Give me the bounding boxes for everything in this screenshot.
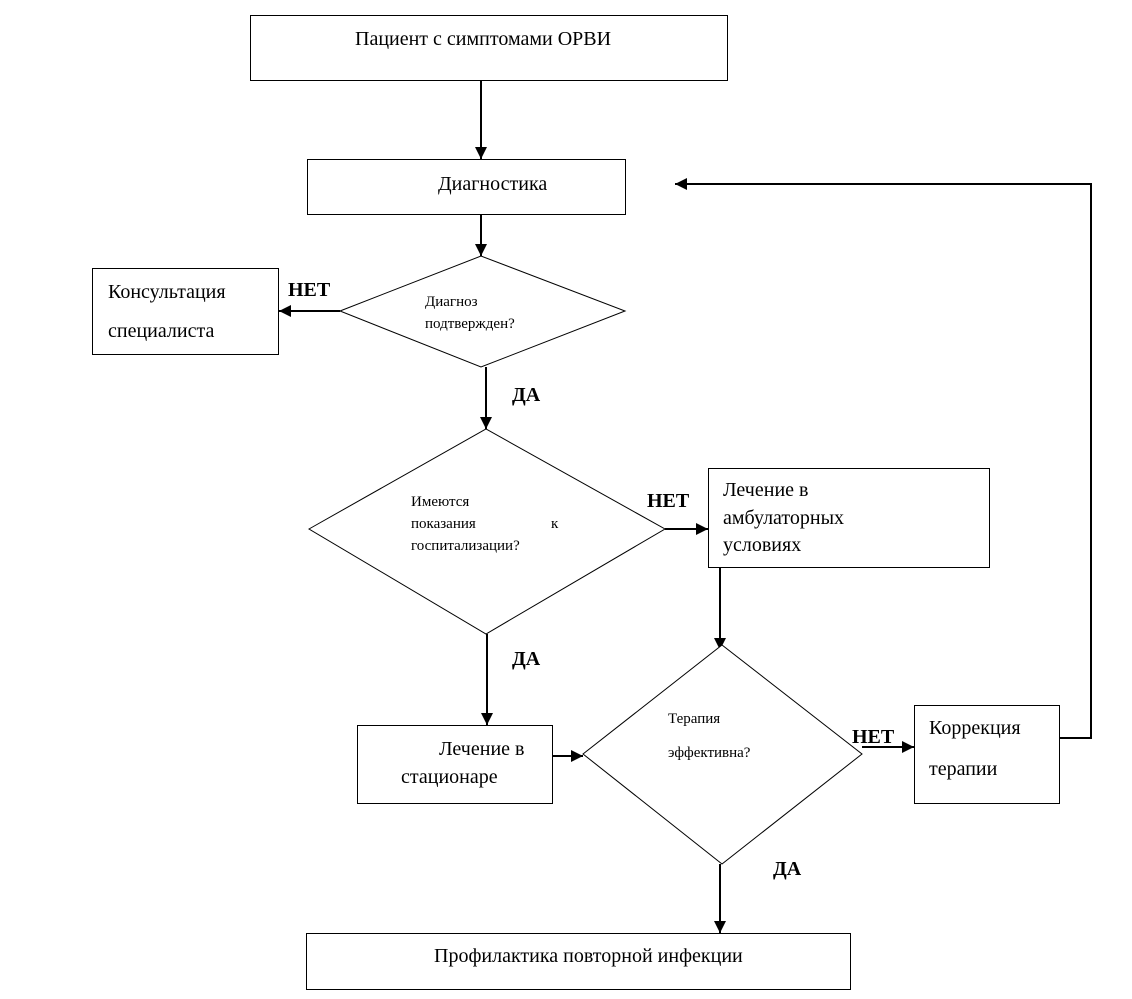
node-outpatient: Лечение в амбулаторных условиях — [708, 468, 990, 568]
diamond-hosp-indications — [308, 428, 667, 635]
node-consult-line1: Консультация — [108, 281, 226, 303]
edge-label-diag-yes: ДА — [512, 384, 541, 406]
diamond-hosp-line3: госпитализации? — [411, 538, 520, 554]
node-patient: Пациент с симптомами ОРВИ — [250, 15, 728, 81]
node-diagnostics: Диагностика — [307, 159, 626, 215]
diamond-therapy-line1: Терапия — [668, 711, 721, 727]
edge-label-hosp-yes: ДА — [512, 648, 541, 670]
diamond-therapy-effective — [582, 644, 863, 865]
node-inpatient-line2: стационаре — [401, 766, 498, 788]
node-outpatient-line3: условиях — [723, 534, 802, 556]
diamond-diag-confirmed — [338, 255, 627, 368]
edge-label-diag-no: НЕТ — [288, 279, 331, 301]
diamond-diag-confirmed-line2: подтвержден? — [425, 316, 515, 332]
edge-label-therapy-no: НЕТ — [852, 726, 895, 748]
edge-label-hosp-no: НЕТ — [647, 490, 690, 512]
edge-label-therapy-yes: ДА — [773, 858, 802, 880]
node-correction: Коррекция терапии — [914, 705, 1060, 804]
node-inpatient: Лечение в стационаре — [357, 725, 553, 804]
node-correction-line2: терапии — [929, 758, 998, 780]
diamond-hosp-line2-k: к — [551, 516, 559, 532]
node-diagnostics-label: Диагностика — [438, 173, 548, 195]
node-outpatient-line2: амбулаторных — [723, 507, 845, 529]
node-prevention: Профилактика повторной инфекции — [306, 933, 851, 990]
node-outpatient-line1: Лечение в — [723, 479, 809, 501]
node-correction-line1: Коррекция — [929, 717, 1021, 739]
node-prevention-label: Профилактика повторной инфекции — [434, 945, 743, 967]
node-consult: Консультация специалиста — [92, 268, 279, 355]
diamond-hosp-line1: Имеются — [411, 494, 470, 510]
node-patient-label: Пациент с симптомами ОРВИ — [355, 28, 612, 50]
node-inpatient-line1: Лечение в — [439, 738, 525, 760]
diamond-diag-confirmed-line1: Диагноз — [425, 294, 478, 310]
node-consult-line2: специалиста — [108, 320, 215, 342]
diamond-hosp-line2: показания — [411, 516, 476, 532]
diamond-therapy-line2: эффективна? — [668, 745, 751, 761]
arrow-correction-feedback — [675, 178, 1092, 739]
